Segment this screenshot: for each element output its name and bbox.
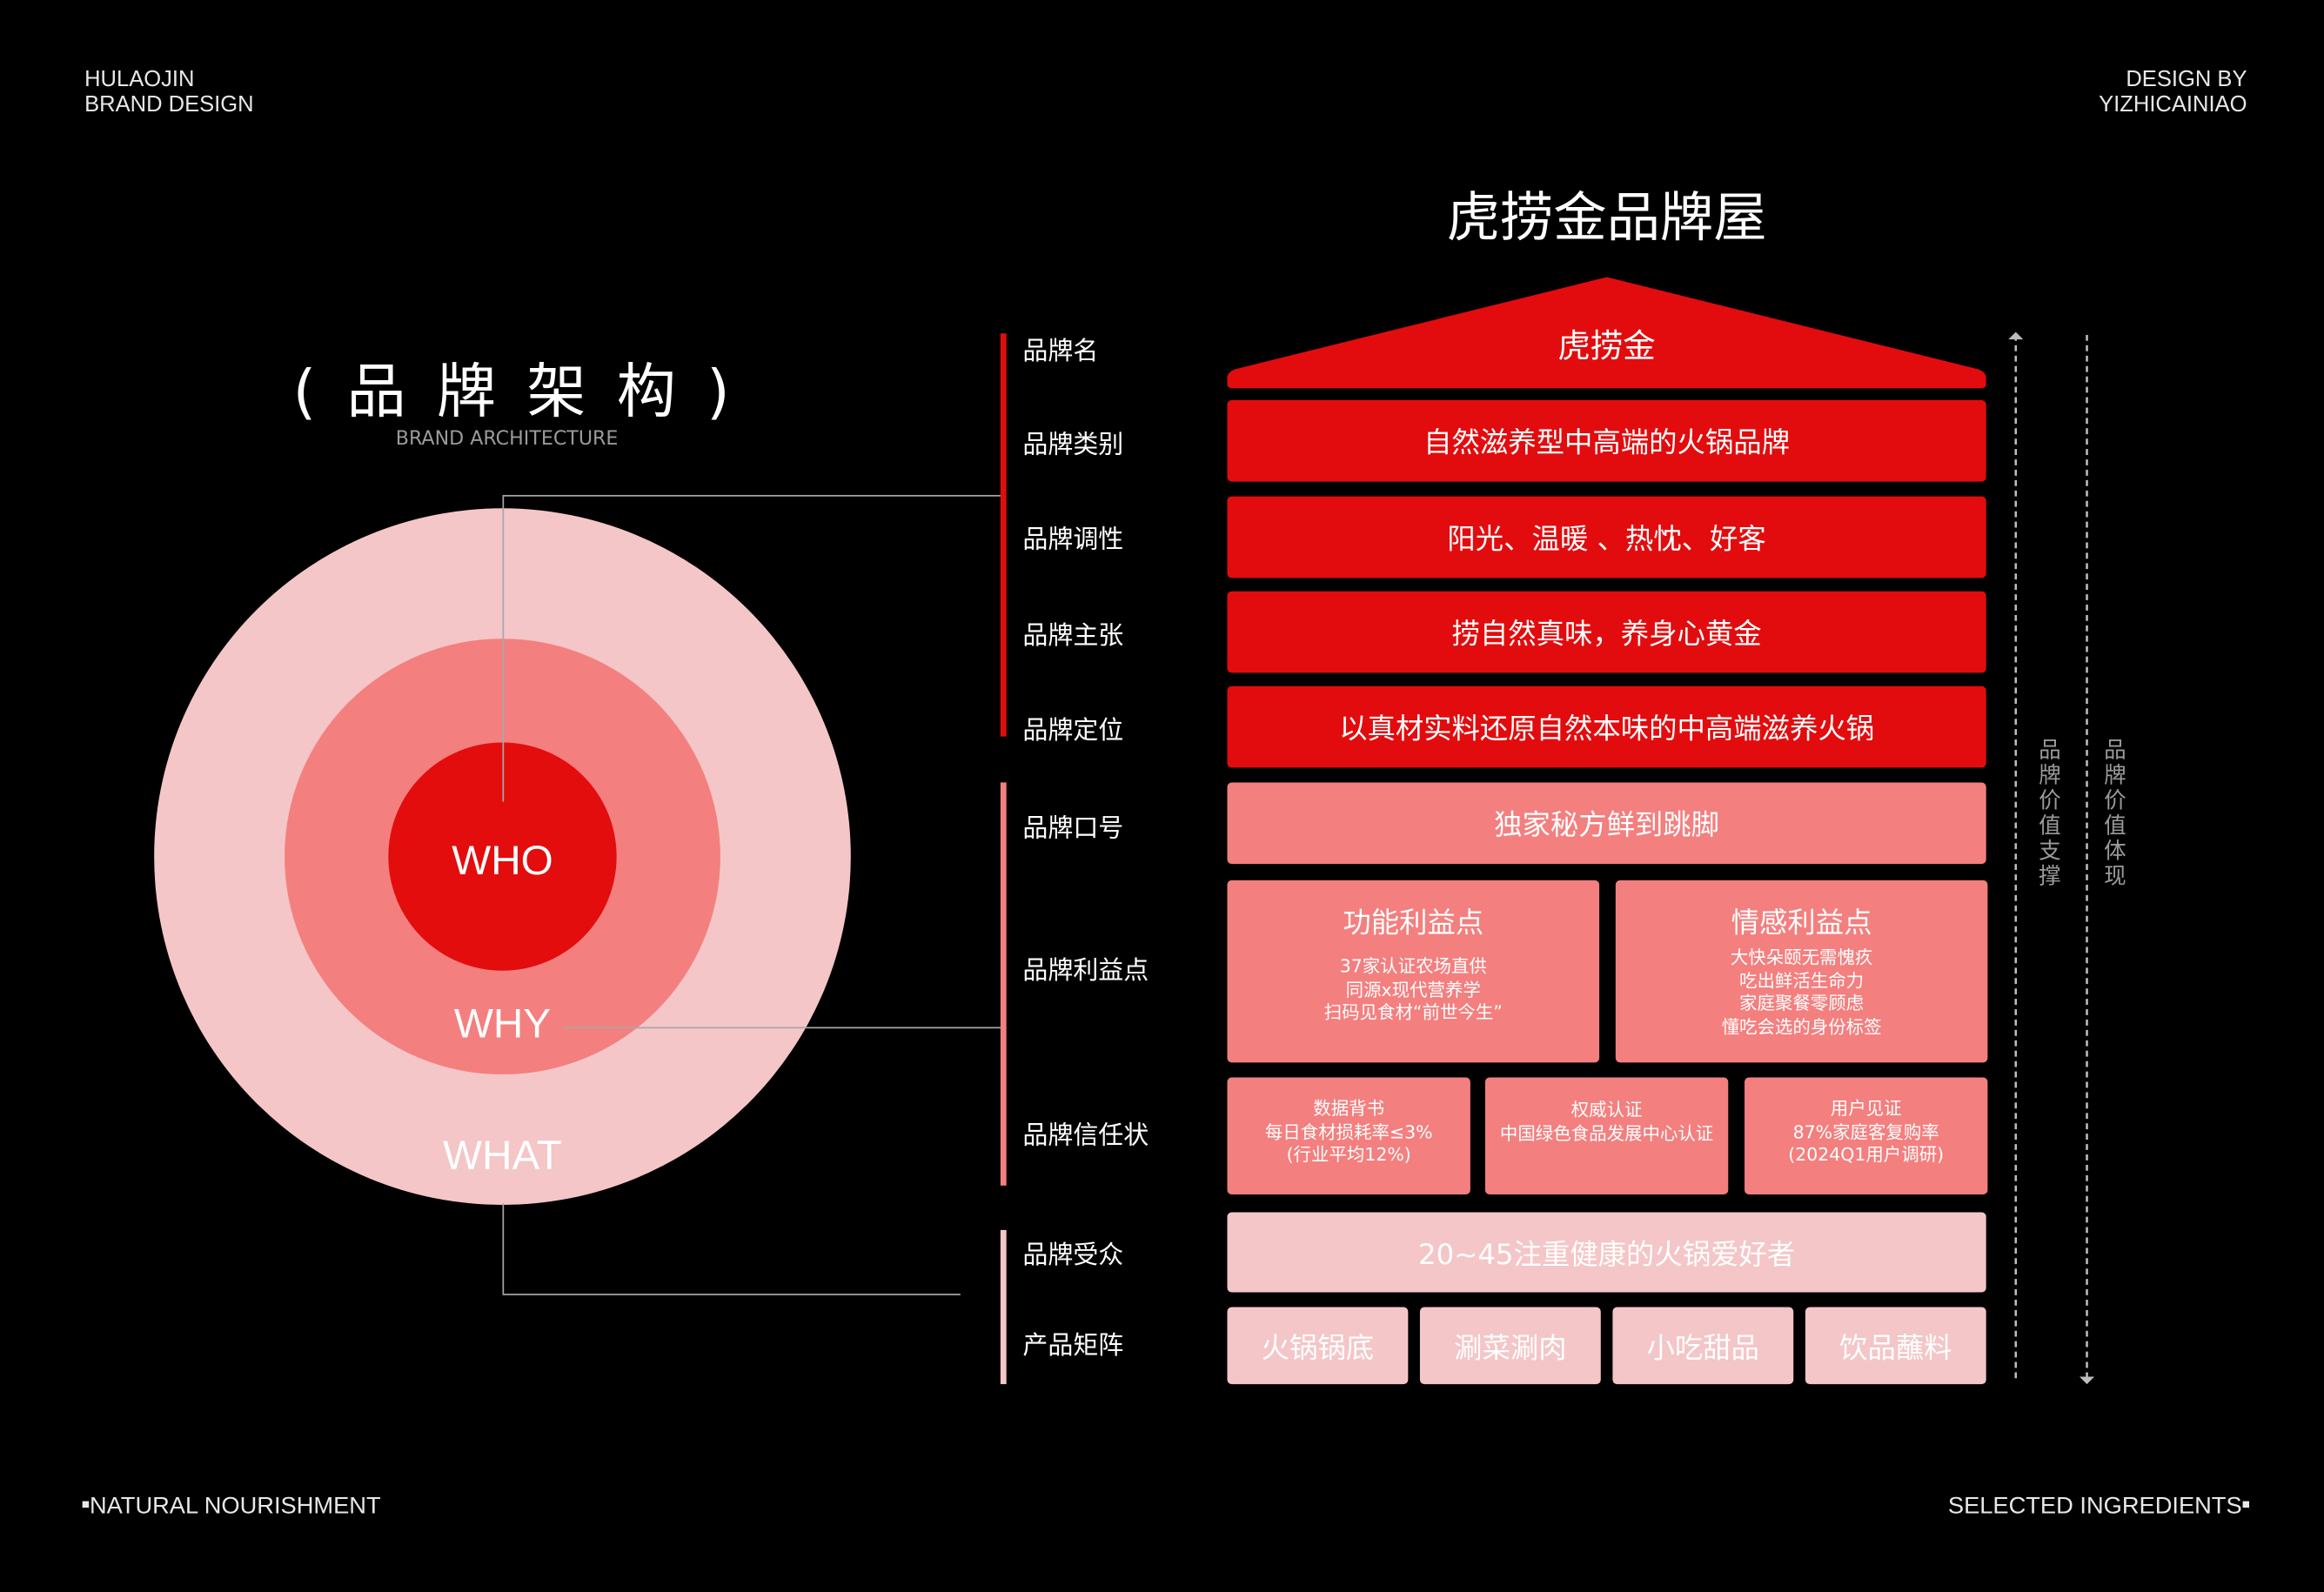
brand-name: HULAOJIN xyxy=(84,66,195,92)
row-category: 自然滋养型中高端的火锅品牌 xyxy=(1227,399,1986,482)
header-right: DESIGN BY YIZHICAINIAO xyxy=(2099,67,2247,117)
house-title: 虎捞金品牌屋 xyxy=(1446,188,1767,250)
label-brand-name: 品牌名 xyxy=(1022,337,1099,367)
trust-card-data: 数据背书 每日食材损耗率≤3% (行业平均12%) xyxy=(1227,1077,1470,1195)
row-audience: 20~45注重健康的火锅爱好者 xyxy=(1227,1212,1986,1293)
benefit-line: 同源x现代营养学 xyxy=(1345,979,1481,1000)
label-category: 品牌类别 xyxy=(1022,430,1124,460)
value-bar xyxy=(1000,782,1007,1186)
benefit-line: 懂吃会选的身份标签 xyxy=(1721,1015,1882,1037)
architecture-title: ( 品 牌 架 构 ) xyxy=(292,358,736,427)
architecture-subtitle: BRAND ARCHITECTURE xyxy=(395,428,619,451)
label-trust: 品牌信任状 xyxy=(1022,1120,1149,1151)
benefit-line: 吃出鲜活生命力 xyxy=(1739,969,1865,991)
label-audience: 品牌受众 xyxy=(1022,1241,1124,1271)
trust-line: 87%家庭客复购率 xyxy=(1792,1120,1939,1142)
what-label: WHAT xyxy=(443,1132,562,1179)
trust-line: 数据背书 xyxy=(1313,1098,1385,1120)
product-meat-veg: 涮菜涮肉 xyxy=(1419,1307,1601,1385)
value-expression-label: 品牌价值体现 xyxy=(2104,736,2126,890)
benefit-line: 37家认证农场直供 xyxy=(1339,955,1487,977)
connector-line xyxy=(502,494,1002,497)
trust-card-user: 用户见证 87%家庭客复购率 (2024Q1用户调研) xyxy=(1745,1077,1988,1195)
designer-name: YIZHICAINIAO xyxy=(2099,91,2247,117)
footer-right: SELECTED INGREDIENTS■ xyxy=(1948,1492,2250,1519)
benefit-line: 家庭聚餐零顾虑 xyxy=(1739,993,1865,1014)
connector-line xyxy=(502,1294,961,1295)
label-slogan: 品牌口号 xyxy=(1022,814,1124,845)
row-tone: 阳光、温暖 、热忱、好客 xyxy=(1227,496,1986,579)
label-proposition: 品牌主张 xyxy=(1022,621,1124,652)
trust-line: 中国绿色食品发展中心认证 xyxy=(1499,1122,1714,1144)
value-arrows xyxy=(2008,331,2095,1385)
trust-line: 每日食材损耗率≤3% xyxy=(1264,1120,1433,1142)
trust-card-certification: 权威认证 中国绿色食品发展中心认证 xyxy=(1484,1077,1729,1195)
identity-bar xyxy=(1000,333,1007,737)
design-by: DESIGN BY xyxy=(2126,66,2247,92)
label-tone: 品牌调性 xyxy=(1022,525,1124,555)
who-label: WHO xyxy=(452,837,553,884)
product-snacks: 小吃甜品 xyxy=(1612,1307,1794,1385)
row-slogan: 独家秘方鲜到跳脚 xyxy=(1227,782,1986,865)
square-bullet-icon: ■ xyxy=(81,1496,90,1512)
benefit-line: 扫码见食材“前世今生” xyxy=(1323,1001,1503,1023)
connector-line xyxy=(502,494,505,802)
trust-line: (行业平均12%) xyxy=(1286,1144,1411,1165)
emotional-benefit-card: 情感利益点 大快朵颐无需愧疚 吃出鲜活生命力 家庭聚餐零顾虑 懂吃会选的身份标签 xyxy=(1615,880,1988,1063)
square-bullet-icon: ■ xyxy=(2241,1496,2250,1512)
trust-line: (2024Q1用户调研) xyxy=(1788,1144,1945,1165)
footer-right-text: SELECTED INGREDIENTS xyxy=(1947,1494,2242,1520)
offer-bar xyxy=(1000,1229,1007,1385)
footer-left: ■NATURAL NOURISHMENT xyxy=(82,1492,381,1519)
card-title: 功能利益点 xyxy=(1343,906,1484,940)
label-products: 产品矩阵 xyxy=(1022,1331,1124,1361)
row-proposition: 捞自然真味，养身心黄金 xyxy=(1227,591,1986,673)
footer-left-text: NATURAL NOURISHMENT xyxy=(89,1494,381,1520)
roof xyxy=(1227,277,1986,389)
connector-line xyxy=(563,1027,1002,1029)
functional-benefit-card: 功能利益点 37家认证农场直供 同源x现代营养学 扫码见食材“前世今生” xyxy=(1227,880,1600,1063)
trust-line: 用户见证 xyxy=(1830,1098,1902,1120)
brand-design: BRAND DESIGN xyxy=(84,91,254,117)
label-benefits: 品牌利益点 xyxy=(1022,956,1149,987)
why-label: WHY xyxy=(453,1000,552,1047)
connector-line xyxy=(502,1203,505,1294)
benefit-line: 大快朵颐无需愧疚 xyxy=(1730,947,1873,968)
label-positioning: 品牌定位 xyxy=(1022,716,1124,746)
value-support-label: 品牌价值支撑 xyxy=(2039,736,2061,890)
product-hotpot-base: 火锅锅底 xyxy=(1227,1307,1409,1385)
roof-brand-name: 虎捞金 xyxy=(1557,329,1656,366)
product-drinks: 饮品蘸料 xyxy=(1805,1307,1986,1385)
card-title: 情感利益点 xyxy=(1731,906,1872,940)
header-left: HULAOJIN BRAND DESIGN xyxy=(84,67,254,117)
row-positioning: 以真材实料还原自然本味的中高端滋养火锅 xyxy=(1227,686,1986,768)
trust-line: 权威认证 xyxy=(1571,1099,1643,1120)
